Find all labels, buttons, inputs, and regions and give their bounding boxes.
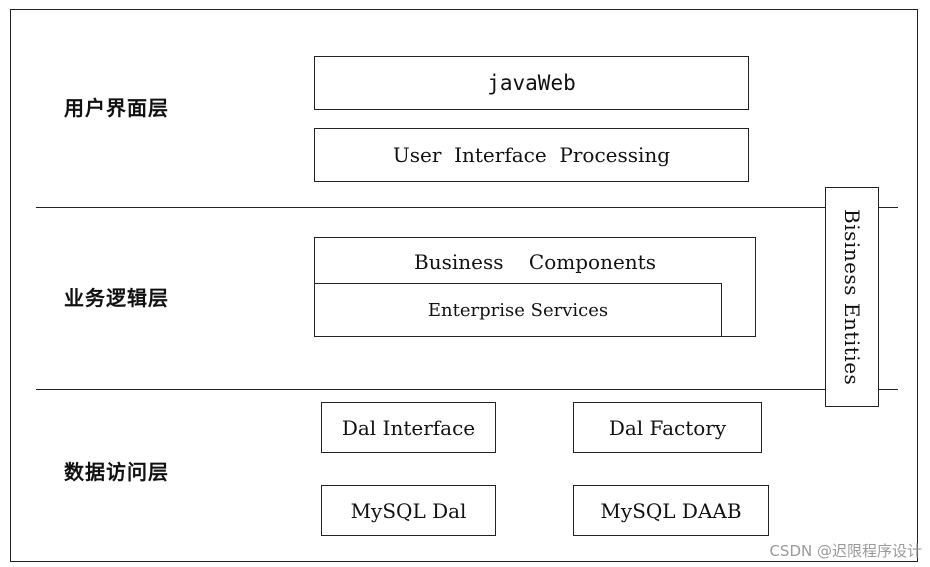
- mysql-dal-label: MySQL Dal: [350, 498, 467, 523]
- business-entities-box: Bisiness Entities: [825, 187, 879, 407]
- layer-label-data: 数据访问层: [64, 460, 169, 484]
- divider-ui-business: [36, 207, 898, 208]
- enterprise-services-label: Enterprise Services: [427, 299, 609, 321]
- dal-interface-label: Dal Interface: [341, 415, 476, 440]
- mysql-daab-box: MySQL DAAB: [573, 485, 769, 536]
- layer-label-ui: 用户界面层: [64, 96, 169, 120]
- java-web-label: javaWeb: [487, 71, 576, 95]
- dal-factory-label: Dal Factory: [608, 415, 727, 440]
- dal-factory-box: Dal Factory: [573, 402, 762, 453]
- ui-processing-label: User Interface Processing: [392, 143, 671, 167]
- ui-processing-box: User Interface Processing: [314, 128, 749, 182]
- layer-label-business: 业务逻辑层: [64, 286, 169, 310]
- watermark: CSDN @迟限程序设计: [769, 542, 922, 560]
- java-web-box: javaWeb: [314, 56, 749, 110]
- business-entities-label: Bisiness Entities: [840, 208, 864, 386]
- business-components-label: Business Components: [414, 250, 656, 274]
- diagram-frame: [10, 9, 918, 562]
- enterprise-services-box: Enterprise Services: [314, 283, 722, 337]
- divider-business-data: [36, 389, 898, 390]
- mysql-dal-box: MySQL Dal: [321, 485, 496, 536]
- dal-interface-box: Dal Interface: [321, 402, 496, 453]
- mysql-daab-label: MySQL DAAB: [600, 498, 742, 523]
